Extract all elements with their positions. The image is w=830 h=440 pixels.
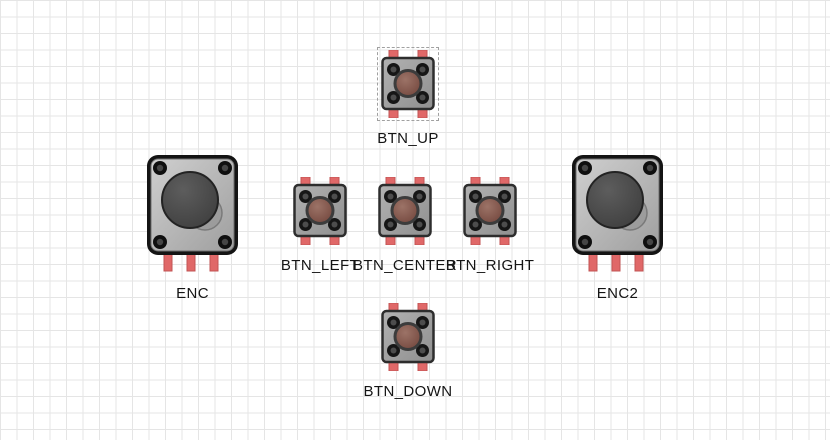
component-btn-up[interactable]: BTN_UP <box>377 47 439 147</box>
leg-center <box>501 221 508 228</box>
leg-center <box>387 193 394 200</box>
pushbutton-graphic <box>463 177 517 245</box>
pushbutton-graphic <box>293 177 347 245</box>
encoder-knob[interactable] <box>586 171 644 229</box>
leg-center <box>416 221 423 228</box>
leg-center <box>419 94 426 101</box>
button-cap[interactable] <box>393 322 423 351</box>
leg-center <box>387 221 394 228</box>
component-enc[interactable]: ENC <box>147 155 238 302</box>
component-btn-center[interactable]: BTN_CENTER <box>353 177 457 274</box>
screw-center <box>156 164 164 172</box>
leg-center <box>390 94 397 101</box>
leg-center <box>331 221 338 228</box>
rotary-encoder-graphic <box>147 155 238 272</box>
leg-center <box>302 221 309 228</box>
component-enc2[interactable]: ENC2 <box>572 155 663 302</box>
button-cap[interactable] <box>393 69 423 98</box>
leg-center <box>419 319 426 326</box>
button-cap[interactable] <box>390 196 420 225</box>
leg-center <box>419 66 426 73</box>
component-label: BTN_RIGHT <box>445 257 535 274</box>
component-label: BTN_DOWN <box>363 383 453 400</box>
leg-center <box>501 193 508 200</box>
encoder-knob[interactable] <box>161 171 219 229</box>
component-btn-right[interactable]: BTN_RIGHT <box>446 177 534 274</box>
leg-center <box>302 193 309 200</box>
component-label: ENC <box>176 285 209 302</box>
button-cap[interactable] <box>305 196 335 225</box>
component-label: BTN_CENTER <box>352 257 458 274</box>
button-cap[interactable] <box>475 196 505 225</box>
leg-center <box>416 193 423 200</box>
screw-center <box>156 238 164 246</box>
pushbutton-graphic <box>381 50 435 118</box>
screw-center <box>581 164 589 172</box>
leg-center <box>419 347 426 354</box>
component-label: BTN_LEFT <box>280 257 360 274</box>
pushbutton-graphic <box>381 303 435 371</box>
component-btn-down[interactable]: BTN_DOWN <box>363 303 452 400</box>
leg-center <box>331 193 338 200</box>
leg-center <box>390 347 397 354</box>
pushbutton-graphic <box>378 177 432 245</box>
component-label: ENC2 <box>596 285 639 302</box>
component-label: BTN_UP <box>377 130 439 147</box>
screw-center <box>581 238 589 246</box>
screw-center <box>221 238 229 246</box>
leg-center <box>472 193 479 200</box>
leg-center <box>472 221 479 228</box>
component-btn-left[interactable]: BTN_LEFT <box>281 177 359 274</box>
screw-center <box>221 164 229 172</box>
leg-center <box>390 319 397 326</box>
screw-center <box>646 164 654 172</box>
rotary-encoder-graphic <box>572 155 663 272</box>
leg-center <box>390 66 397 73</box>
screw-center <box>646 238 654 246</box>
